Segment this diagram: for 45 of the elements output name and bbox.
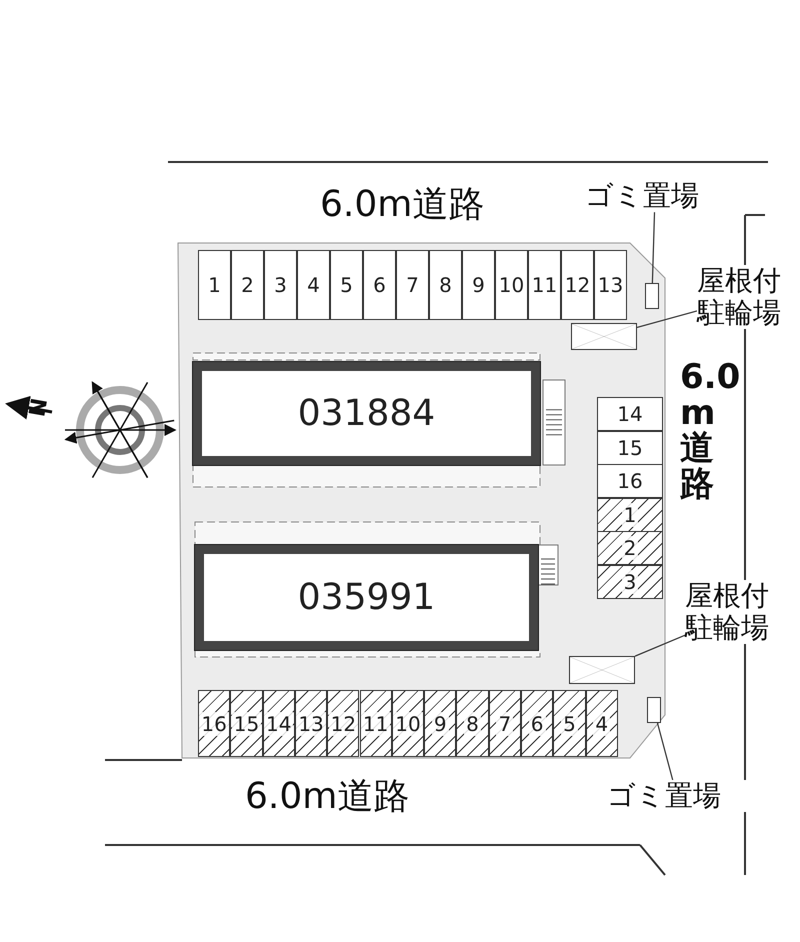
parking-space: 9 — [424, 690, 456, 757]
road-label: 6.0m道路 — [245, 775, 410, 819]
parking-space: 3 — [264, 250, 297, 320]
road-label: 6.0m道路 — [320, 183, 484, 227]
parking-space: 13 — [294, 690, 328, 757]
trash-area-box — [647, 697, 661, 723]
parking-space: 8 — [456, 690, 489, 757]
parking-space: 16 — [198, 690, 230, 757]
parking-space: 14 — [597, 397, 663, 431]
parking-space: 7 — [396, 250, 429, 320]
parking-space: 5 — [330, 250, 363, 320]
parking-space: 12 — [327, 690, 360, 757]
leader-line — [636, 310, 698, 328]
parking-space: 2 — [231, 250, 264, 320]
parking-space: 4 — [586, 690, 618, 757]
parking-space: 1 — [597, 498, 663, 532]
parking-space: 12 — [561, 250, 594, 320]
trash-area-box — [645, 283, 659, 309]
parking-space: 11 — [360, 690, 392, 757]
parking-space: 4 — [297, 250, 330, 320]
parking-space: 14 — [262, 690, 295, 757]
parking-space: 10 — [495, 250, 528, 320]
building-block: 035991 — [195, 545, 538, 650]
leader-line — [634, 634, 686, 657]
building-block: 031884 — [193, 362, 540, 465]
parking-space: 6 — [363, 250, 396, 320]
bicycle-shelter-box — [569, 656, 635, 684]
bicycle-shelter-box — [571, 323, 637, 350]
parking-space: 13 — [594, 250, 627, 320]
parking-space: 10 — [392, 690, 424, 757]
parking-space: 1 — [198, 250, 231, 320]
parking-space: 15 — [597, 430, 663, 464]
parking-space: 11 — [528, 250, 561, 320]
parking-space: 3 — [597, 564, 663, 598]
parking-space: 9 — [462, 250, 495, 320]
parking-space: 7 — [488, 690, 521, 757]
parking-space: 8 — [429, 250, 462, 320]
parking-space: 2 — [597, 531, 663, 565]
leader-line — [652, 212, 656, 284]
road-label: 6.0m道路 — [680, 360, 742, 503]
parking-space: 15 — [230, 690, 263, 757]
leader-line — [656, 722, 674, 780]
parking-space: 16 — [597, 464, 663, 498]
parking-space: 5 — [553, 690, 586, 757]
parking-space: 6 — [521, 690, 554, 757]
